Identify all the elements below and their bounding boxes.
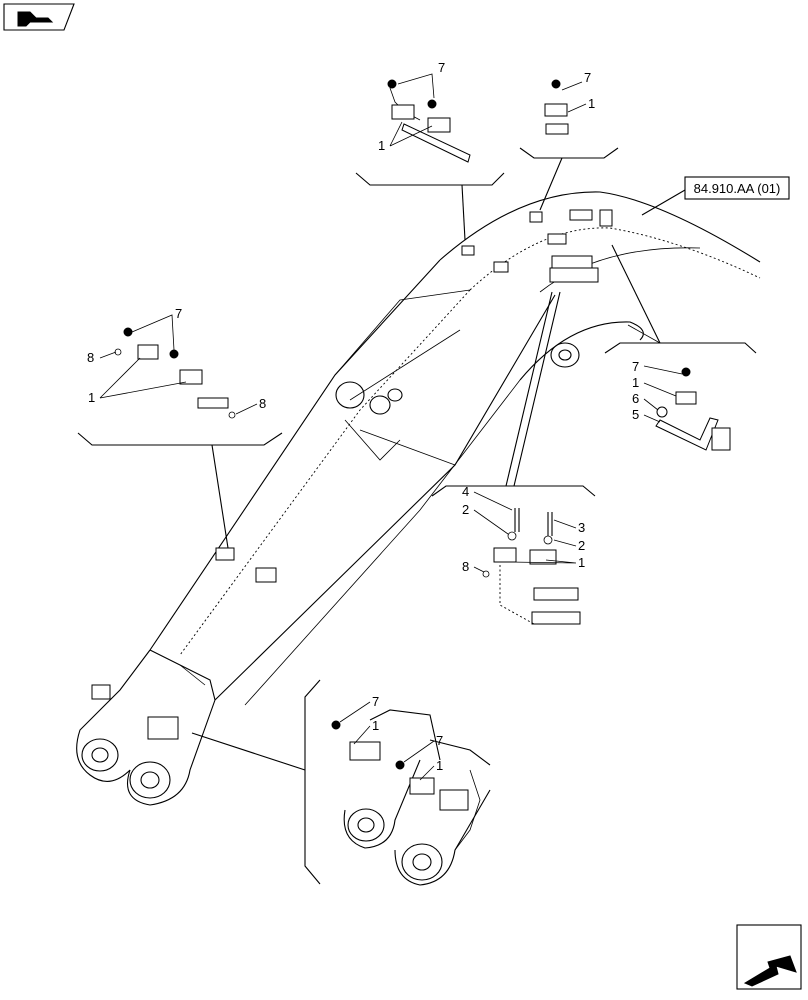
callout-1: 1 [88, 390, 95, 405]
callout-1: 1 [578, 555, 585, 570]
detail-right: 7 1 6 5 [604, 244, 757, 451]
callout-7: 7 [632, 359, 639, 374]
detail-top-b: 7 1 [519, 70, 619, 211]
callout-1: 1 [372, 718, 379, 733]
callout-7: 7 [438, 60, 445, 75]
callout-8: 8 [87, 350, 94, 365]
callout-7: 7 [584, 70, 591, 85]
callout-7: 7 [436, 733, 443, 748]
callout-7: 7 [175, 306, 182, 321]
callout-5: 5 [632, 407, 639, 422]
reference-box[interactable]: 84.910.AA (01) [684, 176, 790, 200]
callout-2: 2 [462, 502, 469, 517]
boom-body [76, 191, 761, 806]
callout-8: 8 [259, 396, 266, 411]
callout-3: 3 [578, 520, 585, 535]
detail-left: 7 8 1 8 [77, 306, 283, 549]
next-page-arrow-icon[interactable] [736, 924, 802, 990]
hand-pointing-icon[interactable] [3, 3, 75, 31]
callout-1: 1 [632, 375, 639, 390]
reference-leader [641, 189, 686, 216]
callout-8: 8 [462, 559, 469, 574]
callout-7: 7 [372, 694, 379, 709]
callout-1: 1 [588, 96, 595, 111]
detail-bottom: 7 1 7 1 [191, 679, 491, 886]
callout-2: 2 [578, 538, 585, 553]
detail-middle: 4 2 3 2 1 8 [431, 291, 596, 625]
callout-4: 4 [462, 484, 469, 499]
boom-clamps [91, 209, 613, 740]
detail-top-a: 7 1 [355, 60, 505, 241]
reference-label: 84.910.AA (01) [694, 181, 781, 196]
callout-1: 1 [378, 138, 385, 153]
callout-1: 1 [436, 758, 443, 773]
callout-6: 6 [632, 391, 639, 406]
